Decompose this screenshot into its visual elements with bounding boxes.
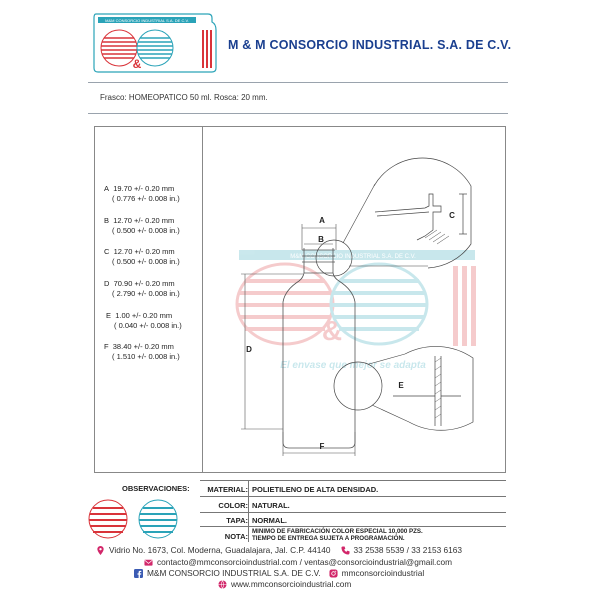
product-subtitle: Frasco: HOMEOPATICO 50 ml. Rosca: 20 mm. [100, 93, 268, 102]
svg-text:M&M CONSORCIO INDUSTRIAL S.A.: M&M CONSORCIO INDUSTRIAL S.A. DE C.V. [290, 254, 416, 260]
color-label: COLOR: [218, 501, 248, 510]
svg-text:&: & [322, 315, 342, 346]
label-d: D [246, 345, 252, 354]
logo-banner-text: M&M CONSORCIO INDUSTRIAL S.A. DE C.V. [105, 18, 189, 23]
table-row: TAPA: NORMAL. [200, 512, 506, 527]
phone-icon [340, 545, 350, 555]
tapa-label: TAPA: [226, 516, 248, 525]
spec-box [94, 126, 506, 473]
watermark-logo: M&M CONSORCIO INDUSTRIAL S.A. DE C.V. & … [235, 250, 476, 371]
contact-address-row: Vidrio No. 1673, Col. Moderna, Guadalaja… [96, 545, 462, 555]
label-e: E [398, 381, 404, 390]
table-row: MATERIAL: POLIETILENO DE ALTA DENSIDAD. [200, 480, 506, 497]
dimension-e: E 1.00 +/- 0.20 mm ( 0.040 +/- 0.008 in.… [106, 311, 182, 330]
website-text[interactable]: www.mmconsorcioindustrial.com [231, 579, 352, 589]
dimension-d: D 70.90 +/- 0.20 mm ( 2.790 +/- 0.008 in… [104, 279, 180, 298]
label-c: C [449, 211, 455, 220]
dimension-f: F 38.40 +/- 0.20 mm ( 1.510 +/- 0.008 in… [104, 342, 180, 361]
divider [88, 113, 508, 114]
company-logo: M&M CONSORCIO INDUSTRIAL S.A. DE C.V. & [93, 13, 217, 73]
globe-icon [218, 579, 227, 589]
label-b: B [318, 235, 324, 244]
svg-text:El envase que mejor se adapta: El envase que mejor se adapta [280, 360, 426, 371]
color-value: NATURAL. [252, 501, 290, 510]
observations-title: OBSERVACIONES: [122, 484, 190, 493]
svg-text:&: & [133, 57, 142, 71]
dimension-c: C 12.70 +/- 0.20 mm ( 0.500 +/- 0.008 in… [104, 247, 180, 266]
facebook-icon [134, 568, 143, 578]
contact-social-row: M&M CONSORCIO INDUSTRIAL S.A. DE C.V. mm… [134, 568, 424, 578]
label-a: A [319, 216, 325, 225]
divider [88, 82, 508, 83]
facebook-text[interactable]: M&M CONSORCIO INDUSTRIAL S.A. DE C.V. [147, 568, 321, 578]
dimension-a: A 19.70 +/- 0.20 mm ( 0.776 +/- 0.008 in… [104, 184, 180, 203]
address-text: Vidrio No. 1673, Col. Moderna, Guadalaja… [109, 545, 331, 555]
label-f: F [320, 442, 325, 451]
emails-text[interactable]: contacto@mmconsorcioindustrial.com / ven… [157, 557, 453, 567]
material-label: MATERIAL: [207, 485, 248, 494]
instagram-icon [329, 568, 338, 578]
contact-email-row: contacto@mmconsorcioindustrial.com / ven… [144, 557, 452, 567]
phones-text: 33 2538 5539 / 33 2153 6163 [353, 545, 462, 555]
dimension-b: B 12.70 +/- 0.20 mm ( 0.500 +/- 0.008 in… [104, 216, 180, 235]
table-divider [248, 480, 249, 542]
instagram-text[interactable]: mmconsorcioindustrial [341, 568, 425, 578]
tapa-value: NORMAL. [252, 516, 287, 525]
table-row: NOTA: MINIMO DE FABRICACIÓN COLOR ESPECI… [200, 526, 506, 543]
nota-value: MINIMO DE FABRICACIÓN COLOR ESPECIAL 10,… [252, 528, 423, 542]
bottle-drawing: M&M CONSORCIO INDUSTRIAL S.A. DE C.V. & … [235, 157, 476, 456]
table-row: COLOR: NATURAL. [200, 496, 506, 513]
contact-website-row: www.mmconsorcioindustrial.com [218, 579, 351, 589]
material-value: POLIETILENO DE ALTA DENSIDAD. [252, 485, 379, 494]
dimension-column [94, 126, 203, 473]
company-name: M & M CONSORCIO INDUSTRIAL. S.A. DE C.V. [228, 38, 512, 52]
email-icon [144, 559, 153, 566]
location-pin-icon [97, 545, 104, 555]
company-logo-small [88, 499, 178, 539]
nota-label: NOTA: [224, 532, 248, 541]
